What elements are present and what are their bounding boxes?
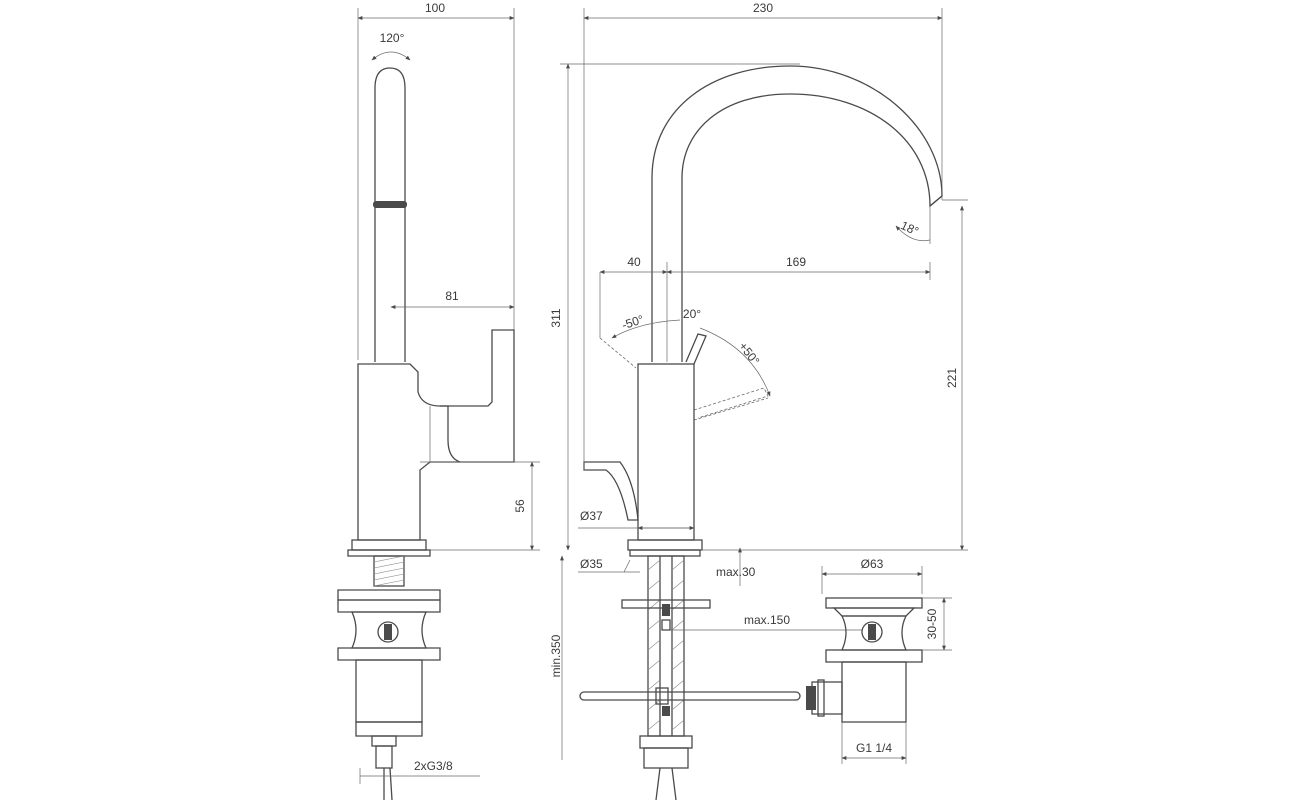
front-aerator-angle-label: 18° — [899, 218, 922, 238]
side-swivel-label: 120° — [380, 31, 405, 45]
front-spout-height-label: 221 — [945, 368, 959, 388]
front-body-outline — [637, 363, 695, 541]
front-lever-angle-right-label: +50° — [736, 339, 763, 368]
front-width-label: 230 — [753, 1, 773, 15]
front-spout-outline — [651, 65, 943, 362]
front-body-diameter-label: Ø37 — [580, 509, 603, 523]
waste-view: Ø63 30-50 G1 1/4 — [806, 557, 952, 764]
front-lever-offset-label: 40 — [627, 255, 641, 269]
side-body-height-label: 56 — [513, 499, 527, 513]
front-view: 230 311 18° 221 40 169 -50° 20° +50° — [549, 1, 968, 800]
front-lever-angle-left-label: -50° — [620, 312, 646, 332]
front-spout-reach-label: 169 — [786, 255, 806, 269]
waste-thread-label: G1 1/4 — [856, 741, 892, 755]
side-width-label: 100 — [425, 1, 445, 15]
side-view: 100 120° 81 56 — [337, 1, 540, 800]
front-deck-thickness-label: max.30 — [716, 565, 756, 579]
side-aerator — [373, 201, 407, 208]
side-body-outline — [357, 329, 515, 541]
side-connection-label: 2xG3/8 — [414, 759, 453, 773]
front-counter-depth-label: min.350 — [549, 634, 563, 677]
front-total-height-label: 311 — [549, 308, 563, 327]
waste-diameter-label: Ø63 — [861, 557, 884, 571]
side-reach-label: 81 — [445, 289, 459, 303]
front-rod-length-label: max.150 — [744, 613, 790, 627]
side-spout-outline — [374, 67, 406, 362]
waste-adjustment-label: 30-50 — [925, 608, 939, 639]
front-base-diameter-label: Ø35 — [580, 557, 603, 571]
front-lever-angle-tilt-label: 20° — [683, 307, 701, 321]
